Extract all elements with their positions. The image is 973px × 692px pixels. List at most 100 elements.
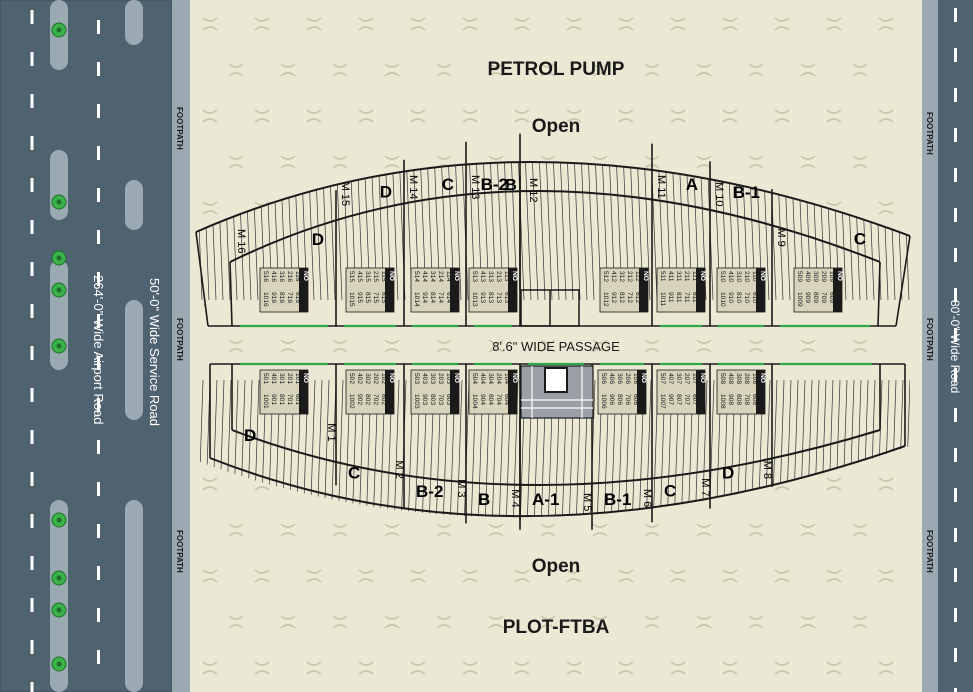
unit-number: 815 (364, 292, 371, 303)
unit-type: B (478, 490, 490, 509)
stair-step (552, 161, 560, 301)
unit-number: 1012 (602, 292, 609, 307)
ground-pattern-icon (670, 109, 686, 123)
ground-pattern-icon (306, 17, 322, 31)
unit-number: 710 (743, 292, 750, 303)
unit-number: 316 (278, 271, 285, 282)
ground-pattern-icon (358, 109, 374, 123)
ground-pattern-icon (748, 615, 764, 629)
stair-step (573, 161, 581, 301)
unit-number-header (637, 370, 646, 414)
unit-number: 713 (495, 292, 502, 303)
ground-pattern-icon (202, 661, 218, 675)
unit-number: 502 (348, 373, 355, 384)
unit-code: M 7 (699, 478, 711, 496)
tree-icon (51, 656, 67, 672)
unit-number-header (756, 370, 765, 414)
lane-mark (30, 514, 34, 528)
unit-number: 712 (626, 292, 633, 303)
ground-pattern-icon (800, 155, 816, 169)
unit-number: NO (302, 373, 309, 383)
ground-pattern-icon (228, 63, 244, 77)
unit-code: M 14 (407, 175, 419, 199)
unit-number: 1008 (719, 394, 726, 409)
road-median (50, 500, 68, 692)
tree-core (56, 661, 62, 667)
ground-pattern-icon (852, 523, 868, 537)
stair-step (798, 379, 806, 518)
unit-type: C (854, 229, 866, 248)
footpath-label-left-3: FOOTPATH (175, 530, 184, 573)
ground-pattern-icon (878, 477, 894, 491)
unit-number: 912 (610, 292, 617, 303)
lane-mark (30, 178, 34, 192)
stair-step (791, 379, 799, 518)
unit-number: 203 (437, 373, 444, 384)
ground-pattern-icon (202, 17, 218, 31)
unit-number: 406 (608, 373, 615, 384)
ground-pattern-icon (722, 17, 738, 31)
petrol-pump-label: PETROL PUMP (488, 59, 625, 80)
unit-number: 514 (413, 271, 420, 282)
unit-code: M 11 (655, 175, 667, 199)
ground-pattern-icon (280, 523, 296, 537)
stair-step (231, 379, 239, 518)
unit-number: 614 (445, 292, 452, 303)
unit-number: 202 (372, 373, 379, 384)
tree-core (56, 287, 62, 293)
stair-step (559, 161, 567, 301)
unit-number: 602 (380, 394, 387, 405)
unit-number-header (385, 370, 394, 414)
unit-number: NO (640, 373, 647, 383)
ground-pattern-icon (436, 339, 452, 353)
unit-number-header (450, 268, 459, 312)
unit-number: 707 (683, 394, 690, 405)
ground-pattern-icon (306, 569, 322, 583)
footpath-label-right-2: FOOTPATH (925, 318, 934, 361)
ground-pattern-icon (618, 17, 634, 31)
ground-pattern-icon (254, 109, 270, 123)
lane-mark (97, 356, 100, 370)
unit-number: 106 (632, 373, 639, 384)
unit-number: 411 (667, 271, 674, 282)
tree-row (51, 22, 67, 672)
ground-pattern-icon (358, 17, 374, 31)
right-road-lane-marks (954, 8, 957, 692)
stair-step (517, 161, 525, 301)
unit-number: NO (699, 373, 706, 383)
unit-number: 809 (812, 292, 819, 303)
unit-type: B-2 (481, 175, 508, 194)
unit-number: 414 (421, 271, 428, 282)
unit-number: 304 (487, 373, 494, 384)
lane-mark (954, 88, 957, 102)
unit-number: 808 (735, 394, 742, 405)
lane-mark (30, 556, 34, 570)
unit-number: 916 (270, 292, 277, 303)
ground-pattern-icon (748, 523, 764, 537)
ground-pattern-icon (514, 569, 530, 583)
unit-number: NO (453, 271, 460, 281)
unit-number: 906 (608, 394, 615, 405)
unit-code: M 4 (509, 489, 521, 507)
ground-pattern-icon (202, 569, 218, 583)
unit-number: 102 (380, 373, 387, 384)
ground-pattern-icon (410, 661, 426, 675)
tree-core (56, 607, 62, 613)
unit-number: 207 (683, 373, 690, 384)
unit-number: 302 (364, 373, 371, 384)
unit-number: 412 (610, 271, 617, 282)
ground-pattern-icon (332, 615, 348, 629)
unit-number: 313 (487, 271, 494, 282)
ground-pattern-icon (540, 523, 556, 537)
unit-number: 409 (804, 271, 811, 282)
stair-step (329, 379, 337, 518)
unit-number: 407 (667, 373, 674, 384)
lane-mark (97, 188, 100, 202)
unit-number: 314 (429, 271, 436, 282)
